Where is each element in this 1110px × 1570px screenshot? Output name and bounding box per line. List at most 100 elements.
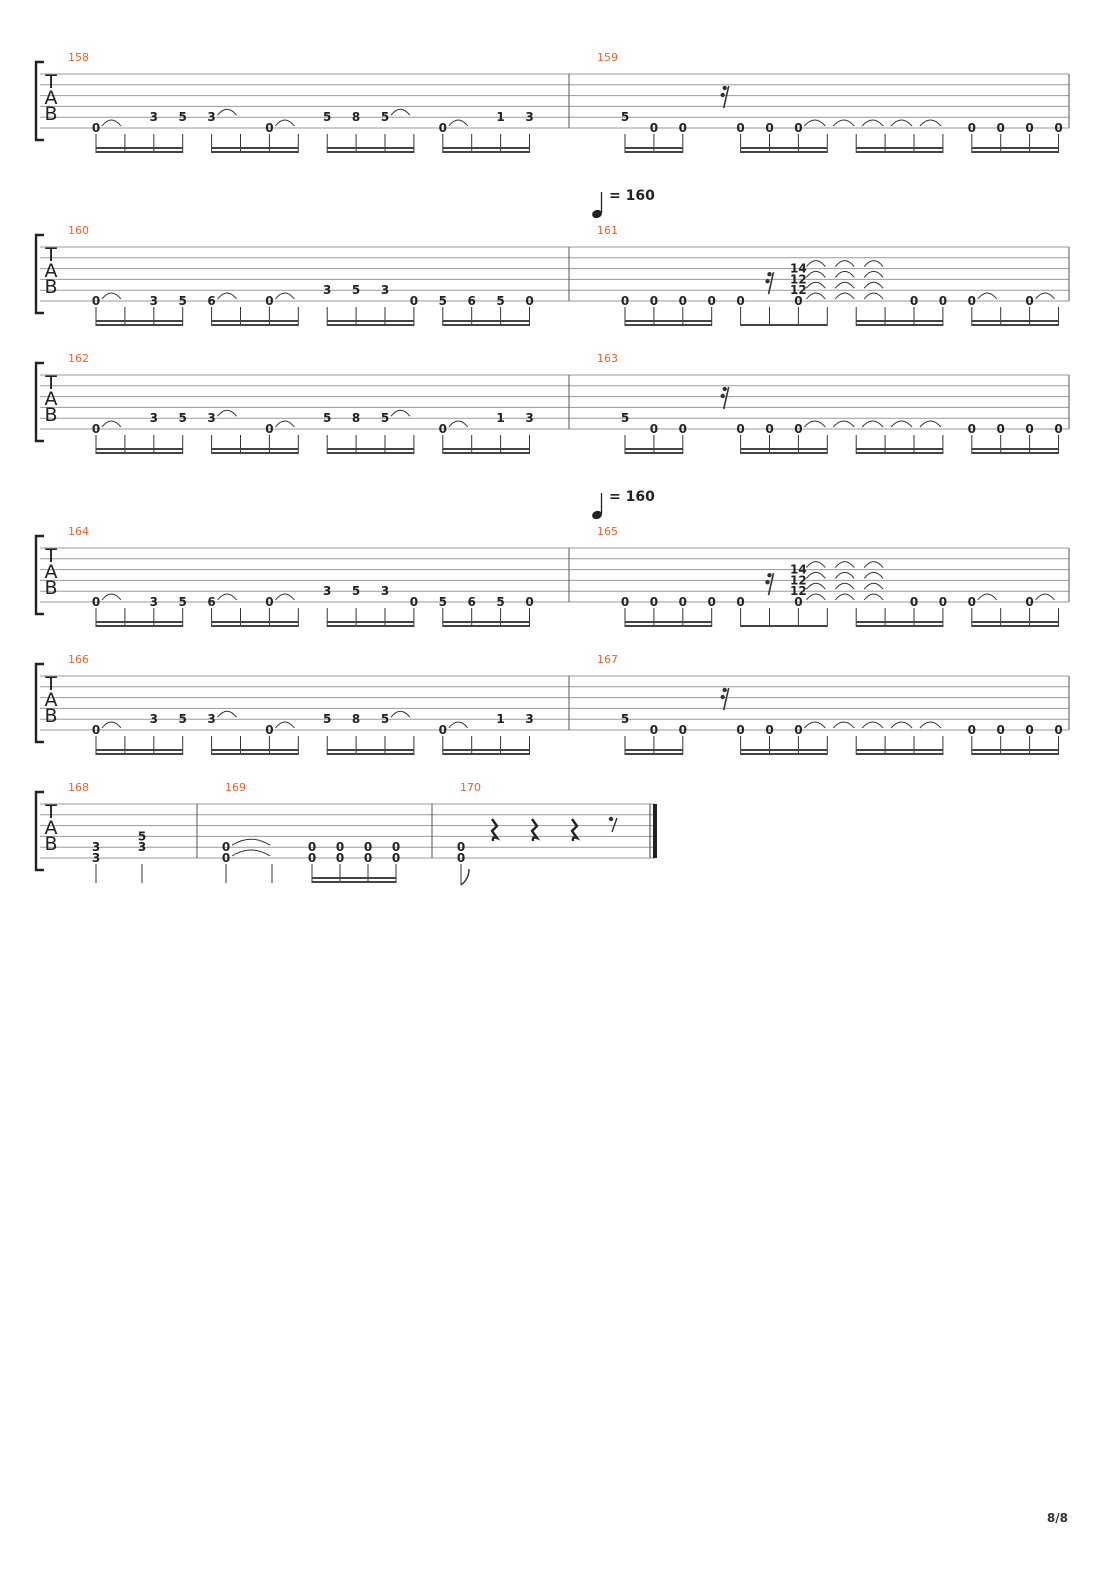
beam — [625, 147, 683, 149]
tab-clef-letter: B — [44, 103, 57, 125]
beam — [856, 621, 943, 623]
fret-number: 3 — [150, 411, 158, 425]
tie-arc — [804, 721, 826, 729]
bar-number: 159 — [597, 51, 618, 64]
tie-arc — [834, 582, 855, 590]
rest-dot — [608, 816, 614, 822]
beam — [211, 452, 299, 454]
beam — [971, 621, 1059, 623]
beam — [442, 621, 530, 623]
beam — [327, 625, 414, 627]
bar-number: 162 — [68, 352, 89, 365]
fret-number: 0 — [1054, 723, 1062, 737]
tab-clef-letter: B — [44, 404, 57, 426]
beam — [856, 151, 943, 153]
fret-number: 0 — [92, 422, 100, 436]
fret-number: 5 — [439, 595, 447, 609]
tie-arc — [804, 420, 826, 428]
fret-number: 5 — [179, 411, 187, 425]
quarter-rest — [570, 818, 581, 842]
fret-number: 0 — [265, 121, 273, 135]
fret-number: 3 — [150, 595, 158, 609]
tie-arc — [1035, 593, 1055, 601]
fret-number: 0 — [794, 422, 802, 436]
beam — [312, 881, 396, 883]
beam — [327, 320, 414, 322]
tie-arc — [275, 593, 295, 601]
beam — [96, 448, 183, 450]
fret-number: 0 — [457, 851, 465, 865]
beam — [211, 147, 299, 149]
tab-clef-letter: A — [45, 561, 58, 583]
tab-clef-letter: T — [44, 372, 57, 394]
tie-arc — [275, 119, 295, 127]
fret-number: 0 — [1054, 121, 1062, 135]
fret-number: 0 — [265, 595, 273, 609]
beam — [211, 320, 299, 322]
tie-arc — [863, 593, 884, 601]
beam — [971, 448, 1059, 450]
beam — [856, 320, 943, 322]
fret-number: 0 — [650, 723, 658, 737]
fret-number: 3 — [381, 584, 389, 598]
tab-clef-letter: B — [44, 577, 57, 599]
fret-number: 3 — [525, 110, 533, 124]
fret-number: 0 — [410, 595, 418, 609]
fret-number: 0 — [968, 294, 976, 308]
fret-number: 0 — [525, 294, 533, 308]
beam — [971, 320, 1059, 322]
fret-number: 5 — [323, 712, 331, 726]
beam — [327, 324, 414, 326]
fret-number: 0 — [968, 422, 976, 436]
fret-number: 6 — [207, 595, 215, 609]
beam — [740, 625, 828, 627]
tie-arc — [390, 409, 411, 417]
tab-clef-letter: T — [44, 71, 57, 93]
beam — [971, 749, 1059, 751]
beam — [442, 625, 530, 627]
beam — [211, 749, 299, 751]
beam — [96, 151, 183, 153]
fret-number: 0 — [1025, 422, 1033, 436]
tie-arc — [834, 270, 855, 278]
tie-arc — [275, 721, 295, 729]
beam — [211, 753, 299, 755]
fret-number: 6 — [207, 294, 215, 308]
quarter-rest — [490, 818, 501, 842]
tie-arc — [390, 108, 411, 116]
fret-number: 0 — [650, 294, 658, 308]
bar-number: 164 — [68, 525, 89, 538]
beam — [625, 320, 712, 322]
fret-number: 0 — [997, 723, 1005, 737]
tie-arc — [890, 721, 913, 729]
fret-number: 3 — [150, 110, 158, 124]
fret-number: 5 — [179, 595, 187, 609]
sixteenth-rest — [722, 386, 730, 410]
sixteenth-rest — [722, 687, 730, 711]
fret-number: 3 — [323, 283, 331, 297]
tab-clef-letter: B — [44, 276, 57, 298]
fret-number: 1 — [496, 712, 504, 726]
bar-number: 168 — [68, 781, 89, 794]
fret-number: 0 — [679, 422, 687, 436]
rest-dot — [720, 92, 725, 98]
beam — [211, 625, 299, 627]
tab-clef-letter: A — [45, 388, 58, 410]
fret-number: 0 — [968, 121, 976, 135]
tab-clef-letter: T — [44, 801, 57, 823]
beam — [856, 749, 943, 751]
tie-arc — [217, 108, 237, 116]
fret-number: 14 — [790, 262, 807, 276]
beam — [327, 621, 414, 623]
tab-clef-letter: A — [45, 87, 58, 109]
fret-number: 0 — [392, 851, 400, 865]
fret-number: 3 — [150, 294, 158, 308]
tie-arc — [834, 593, 855, 601]
bar-number: 166 — [68, 653, 89, 666]
fret-number: 0 — [621, 294, 629, 308]
